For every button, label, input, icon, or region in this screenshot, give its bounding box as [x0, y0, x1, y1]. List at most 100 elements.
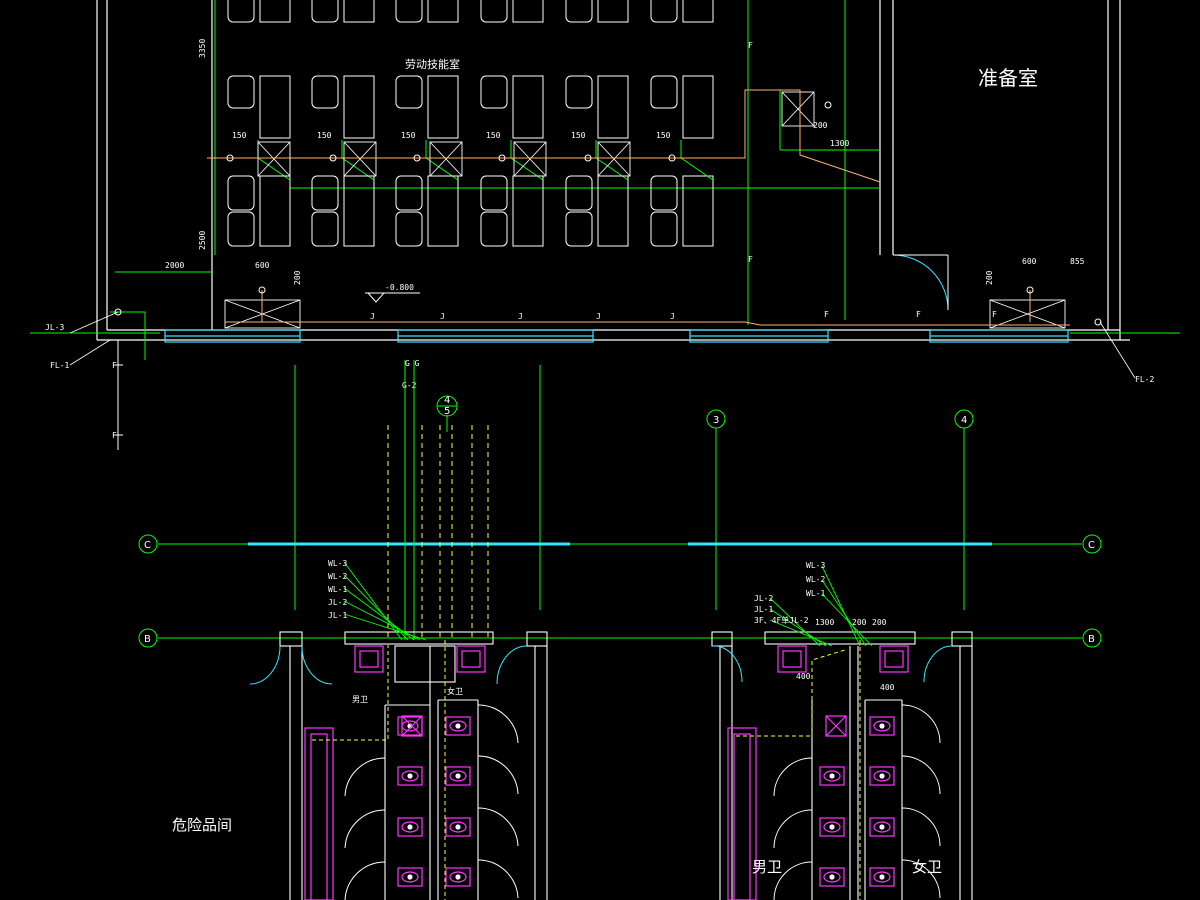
dim-200-left: 200	[293, 270, 302, 285]
desk	[427, 75, 459, 139]
lower-floor-plan: WL-3WL-2WL-1JL-2JL-1 WL-3WL-2WL-1 JL-2JL…	[172, 360, 973, 900]
sink-units	[224, 91, 1066, 329]
pipe-stack-label: WL-3	[806, 561, 825, 570]
chair	[565, 75, 593, 109]
drain-branches	[312, 640, 861, 900]
pipe-tag-fl2: FL-2	[1135, 375, 1154, 384]
desk	[343, 0, 375, 23]
desk	[597, 0, 629, 23]
tie-line	[425, 157, 459, 181]
dim-2000: 2000	[165, 261, 184, 270]
sink-unit	[429, 141, 463, 177]
cleanout-box	[401, 715, 423, 737]
room-label-prep: 准备室	[978, 66, 1038, 90]
chair	[311, 75, 339, 109]
desk-column	[565, 0, 629, 247]
pipe-stack-label: WL-3	[328, 559, 347, 568]
chair	[480, 75, 508, 109]
wc-pan	[819, 766, 845, 786]
stall-door-arc	[901, 755, 941, 795]
pipe-marker: F	[916, 310, 921, 319]
desk	[682, 0, 714, 23]
chair	[650, 211, 678, 247]
sink-unit	[257, 141, 291, 177]
dim-150: 150	[317, 131, 332, 140]
tie-line	[257, 157, 291, 181]
dim-400-b: 400	[880, 683, 895, 692]
wc-pan	[397, 867, 423, 887]
stall-door-arc	[344, 861, 386, 900]
desk-column	[480, 0, 544, 247]
dim-150: 150	[656, 131, 671, 140]
desk	[259, 75, 291, 139]
pipe-stack-label: WL-1	[328, 585, 347, 594]
stall-door-arc	[901, 859, 941, 899]
pipe-marker: J	[518, 312, 523, 321]
room-label-hazmat: 危险品间	[172, 816, 232, 834]
desk	[259, 0, 291, 23]
stall-door-arc	[477, 859, 519, 899]
pipe-tag-g2: G-2	[402, 381, 417, 390]
window-glazing	[164, 329, 1069, 343]
leader-line	[821, 579, 867, 647]
dim-1300: 1300	[830, 139, 849, 148]
desk	[682, 175, 714, 247]
desk	[597, 75, 629, 139]
stall-door-arc	[344, 809, 386, 849]
riser-pipes	[387, 360, 489, 640]
leader-line	[343, 613, 427, 641]
wc-pan	[819, 867, 845, 887]
dim-200-wc-b: 200	[872, 618, 887, 627]
section-mark-top: 4	[444, 395, 450, 406]
pipe-label-stack-right-a: WL-3WL-2WL-1	[806, 561, 825, 598]
tie-line	[510, 157, 544, 181]
water-pipe	[207, 89, 1070, 326]
room-label-mens-right: 男卫	[752, 858, 782, 876]
stall-door-arc	[344, 757, 386, 797]
pipe-stack-label: JL-2	[754, 594, 773, 603]
structural-grid: C C B B 3 4 4 5	[138, 365, 1102, 648]
dim-2500: 2500	[198, 231, 207, 250]
pipe-nodes: JJJJJFFFFFFF	[112, 41, 1102, 440]
dim-855: 855	[1070, 257, 1085, 266]
dim-1300-wc: 1300	[815, 618, 834, 627]
room-label-womens-left: 女卫	[447, 686, 463, 696]
pipe-tag-fl1: FL-1	[50, 361, 69, 370]
leader-line	[343, 600, 421, 641]
chair	[395, 75, 423, 109]
wc-pan	[397, 766, 423, 786]
room-label-mens-left: 男卫	[352, 695, 368, 704]
pipe-stack-label: JL-2	[328, 598, 347, 607]
leader-line	[769, 608, 827, 647]
upper-floor-plan: JJJJJFFFFFFF 3350 2500 20	[30, 0, 1180, 450]
grid-bubble-c-left: C	[144, 540, 151, 551]
wc-pan	[397, 817, 423, 837]
pipe-marker: F	[824, 310, 829, 319]
pipe-node	[1026, 286, 1034, 294]
chair	[650, 0, 678, 23]
pipe-node	[226, 154, 234, 162]
leader-fan	[343, 561, 873, 647]
cleanout-box	[825, 715, 847, 737]
sink-unit	[989, 299, 1066, 329]
desk	[512, 75, 544, 139]
grid-bubble-c-right: C	[1088, 540, 1095, 551]
stall-door-arc	[773, 757, 813, 797]
grid-bubble-b-left: B	[144, 634, 151, 645]
pipe-marker: F	[992, 310, 997, 319]
level-marker	[365, 292, 420, 303]
chair	[227, 0, 255, 23]
wc-fixtures	[354, 645, 909, 887]
dim-600-left: 600	[255, 261, 270, 270]
leader-line	[769, 619, 833, 647]
desk	[259, 175, 291, 247]
desk-grid	[227, 0, 714, 247]
pipe-stack-label: 3F、4F单JL-2	[754, 615, 809, 625]
leader-line	[343, 574, 409, 641]
stall-door-arc	[773, 861, 813, 900]
pipe-node	[584, 154, 592, 162]
pipe-tag-jl3: JL-3	[45, 323, 64, 332]
dim-3350: 3350	[198, 39, 207, 58]
chair	[480, 175, 508, 211]
chair	[227, 75, 255, 109]
